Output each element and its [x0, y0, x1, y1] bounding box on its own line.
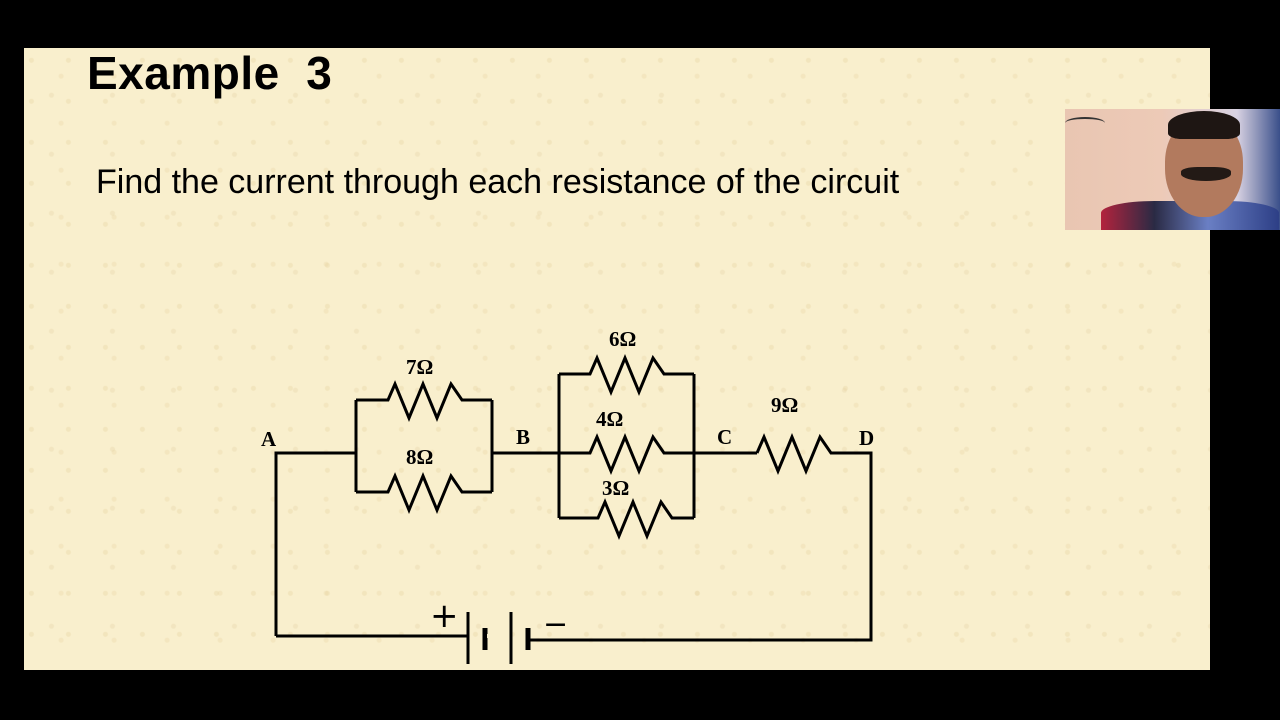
- label-4ohm: 4Ω: [596, 407, 623, 431]
- battery-minus-sign: −: [543, 607, 568, 642]
- resistor-7ohm: [356, 380, 492, 422]
- resistor-4ohm: [559, 433, 694, 475]
- resistor-9ohm: [755, 433, 838, 475]
- label-8ohm: 8Ω: [406, 445, 433, 469]
- node-label-c: C: [717, 425, 732, 449]
- label-7ohm: 7Ω: [406, 355, 433, 379]
- label-9ohm: 9Ω: [771, 393, 798, 417]
- webcam-background-cable: [1065, 117, 1105, 129]
- wire-d-to-battery: [528, 451, 873, 642]
- wire-a-to-battery: [274, 451, 356, 636]
- battery-plus-sign: +: [430, 596, 459, 636]
- slide: Example 3 Find the current through each …: [24, 48, 1210, 670]
- node-label-d: D: [859, 426, 874, 450]
- slide-title: Example 3: [87, 48, 333, 99]
- resistor-8ohm: [356, 472, 492, 514]
- question-text: Find the current through each resistance…: [96, 163, 900, 201]
- node-label-a: A: [261, 427, 277, 451]
- label-3ohm: 3Ω: [602, 476, 629, 500]
- presenter-hair: [1168, 111, 1240, 139]
- label-6ohm: 6Ω: [609, 327, 636, 351]
- node-label-b: B: [516, 425, 530, 449]
- presenter-webcam: [1065, 109, 1280, 230]
- resistor-3ohm: [559, 498, 694, 540]
- presenter-mustache: [1181, 167, 1231, 181]
- circuit-diagram: + − A B C D 7Ω 8Ω 6Ω 4Ω 3Ω 9Ω: [261, 327, 874, 664]
- resistor-6ohm: [559, 354, 694, 396]
